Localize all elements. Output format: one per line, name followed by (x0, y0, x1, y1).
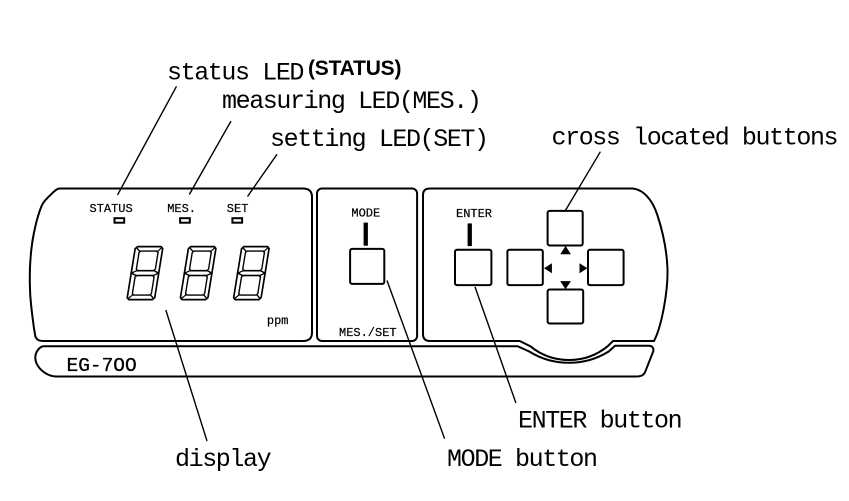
svg-text:SET: SET (227, 202, 249, 216)
svg-text:setting LED(SET): setting LED(SET) (270, 125, 488, 154)
svg-text:(STATUS): (STATUS) (308, 57, 401, 80)
svg-text:EG-7OO: EG-7OO (67, 355, 137, 377)
svg-text:ppm: ppm (267, 314, 289, 328)
svg-text:measuring LED(MES.): measuring LED(MES.) (222, 87, 480, 116)
svg-text:MODE button: MODE button (447, 445, 597, 474)
svg-text:MES.: MES. (167, 202, 196, 216)
svg-text:status LED: status LED (167, 59, 303, 88)
svg-text:ENTER: ENTER (456, 207, 492, 221)
svg-text:MES./SET: MES./SET (339, 326, 397, 340)
svg-text:display: display (175, 445, 272, 474)
svg-text:STATUS: STATUS (90, 202, 133, 216)
svg-text:ENTER button: ENTER button (518, 407, 681, 436)
svg-text:MODE: MODE (351, 207, 380, 221)
svg-text:cross located buttons: cross located buttons (552, 124, 838, 153)
